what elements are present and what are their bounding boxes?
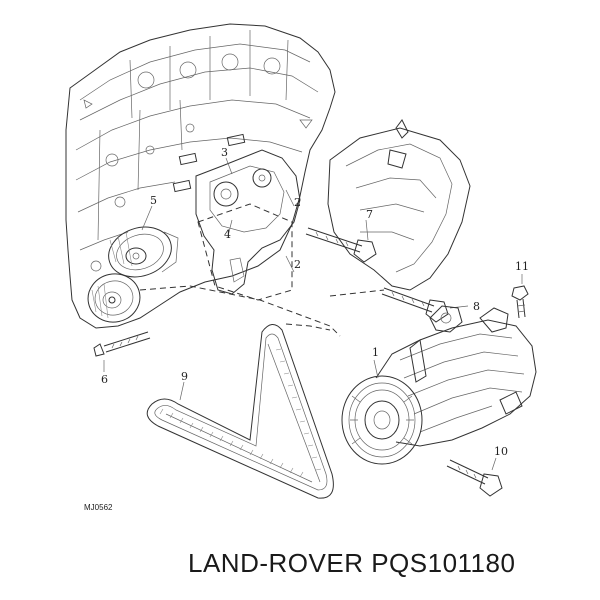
bolt-8 xyxy=(329,287,469,323)
studs xyxy=(172,133,246,193)
callout-labels: 1 2 3 4 5 6 7 8 9 10 11 2 xyxy=(101,146,529,458)
tensioner-pulley xyxy=(87,273,141,323)
bolt-7 xyxy=(305,219,377,263)
bolt-6 xyxy=(93,331,151,372)
callout-10: 10 xyxy=(494,445,508,458)
engine-block xyxy=(65,23,336,329)
callout-9: 9 xyxy=(181,370,188,383)
callout-8: 8 xyxy=(473,300,480,313)
callout-4: 4 xyxy=(224,228,231,241)
callout-1: 1 xyxy=(372,346,379,359)
callout-2: 2 xyxy=(294,258,301,271)
drive-belt xyxy=(146,323,334,499)
callout-7: 7 xyxy=(366,208,373,221)
callout-5: 5 xyxy=(150,194,157,207)
dashed-outline-lower xyxy=(139,285,341,337)
drawing-code: MJ0562 xyxy=(84,503,113,512)
heat-shield xyxy=(327,119,471,291)
leader-lines xyxy=(141,157,379,401)
mounting-bracket xyxy=(195,149,301,295)
callout-2b: 2 xyxy=(294,196,301,209)
ac-compressor xyxy=(341,305,537,465)
part-title: LAND-ROVER PQS101180 xyxy=(188,548,516,578)
callout-3: 3 xyxy=(221,146,228,159)
bolt-11 xyxy=(511,274,529,319)
bolt-10 xyxy=(446,457,503,497)
callout-11: 11 xyxy=(515,260,529,273)
callout-6: 6 xyxy=(101,373,108,386)
dashed-outline-bracket xyxy=(197,203,293,301)
idler-pulley xyxy=(108,226,179,278)
